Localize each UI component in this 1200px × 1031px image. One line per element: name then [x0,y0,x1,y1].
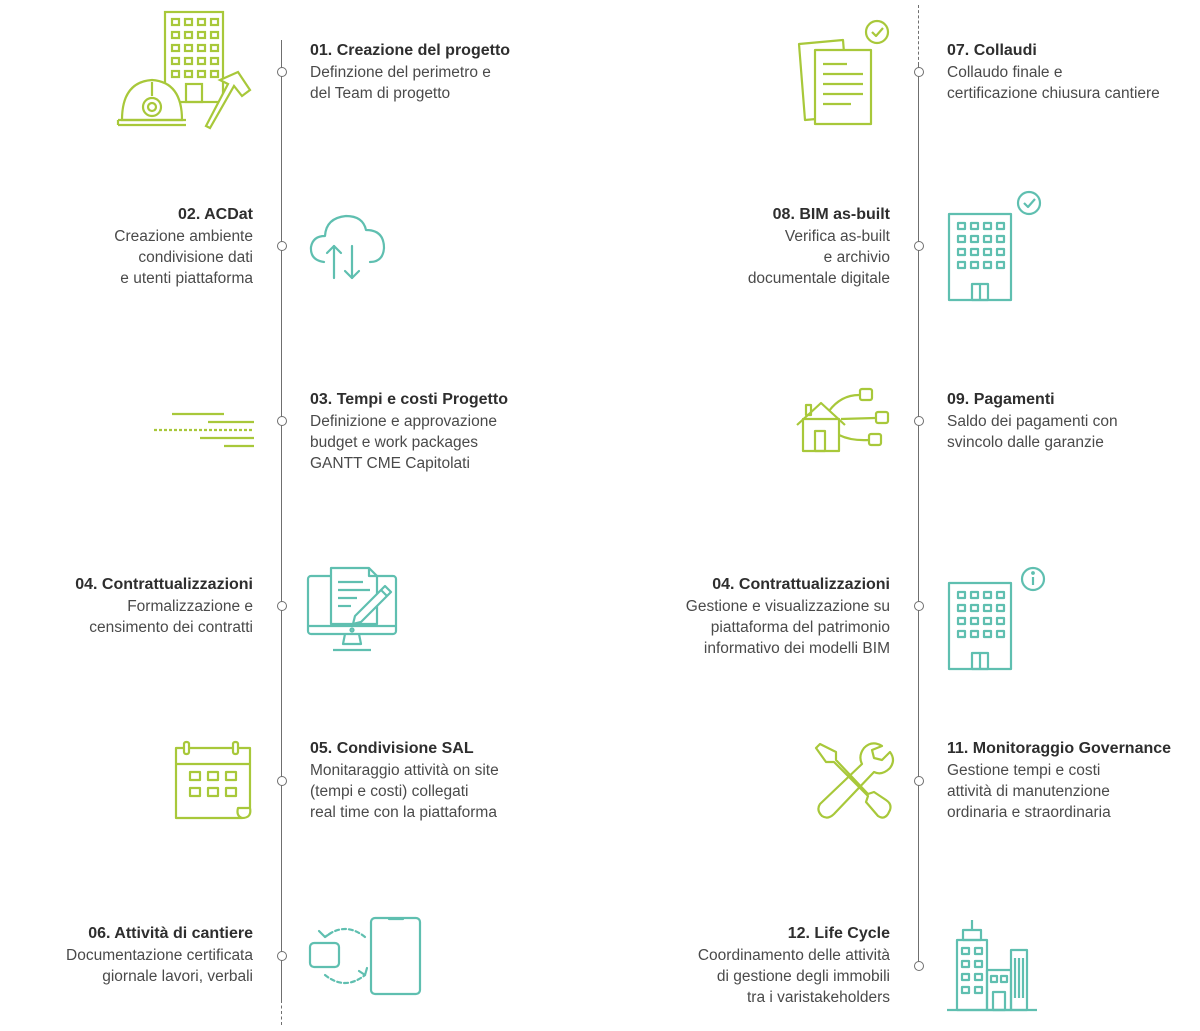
step-title: 11. Monitoraggio Governance [947,740,1172,757]
right-timeline-dash [918,5,919,65]
step-description: Formalizzazione e censimento dei contrat… [89,598,253,636]
calendar-icon [172,740,258,825]
step-title: 01. Creazione del progetto [310,42,511,59]
building-check-icon [945,190,1045,305]
step-01: 01. Creazione del progetto Definzione de… [310,40,610,104]
step-10: 04. Contrattualizzazioni Gestione e visu… [590,574,890,659]
step-description: Creazione ambiente condivisione dati e u… [114,228,253,287]
house-network-icon [793,385,893,457]
step-description: Documentazione certificata giornale lavo… [66,947,253,985]
step-description: Gestione e visualizzazione su piattaform… [685,598,890,657]
step-02: 02. ACDat Creazione ambiente condivision… [0,204,253,289]
timeline-node-07 [914,67,924,77]
step-title: 03. Tempi e costi Progetto [310,391,508,408]
step-title: 09. Pagamenti [947,391,1055,408]
tools-icon [812,740,895,822]
step-title: 08. BIM as-built [772,206,890,223]
documents-check-icon [795,18,895,128]
step-description: Saldo dei pagamenti con svincolo dalle g… [947,413,1118,451]
timeline-node-06 [277,951,287,961]
gantt-lines-icon [150,410,255,450]
device-sync-icon [305,915,425,997]
step-title: 04. Contrattualizzazioni [75,576,253,593]
step-title: 04. Contrattualizzazioni [712,576,890,593]
timeline-node-12 [914,961,924,971]
timeline-node-11 [914,776,924,786]
step-title: 05. Condivisione SAL [310,740,474,757]
step-title: 02. ACDat [178,206,253,223]
left-timeline-dash [281,1000,282,1025]
cloud-sync-icon [308,210,388,282]
timeline-node-09 [914,416,924,426]
step-08: 08. BIM as-built Verifica as-built e arc… [590,204,890,289]
step-title: 06. Attività di cantiere [88,925,253,942]
timeline-node-01 [277,67,287,77]
right-timeline-line [918,65,919,970]
timeline-node-08 [914,241,924,251]
step-description: Definizione e approvazione budget e work… [310,413,497,472]
step-04: 04. Contrattualizzazioni Formalizzazione… [0,574,253,638]
step-03: 03. Tempi e costi Progetto Definizione e… [310,389,610,474]
step-06: 06. Attività di cantiere Documentazione … [0,923,253,987]
step-05: 05. Condivisione SAL Monitaraggio attivi… [310,738,610,823]
construction-building-icon [110,10,260,135]
step-title: 07. Collaudi [947,42,1037,59]
timeline-node-10 [914,601,924,611]
timeline-node-02 [277,241,287,251]
step-07: 07. Collaudi Collaudo finale e certifica… [947,40,1197,104]
timeline-node-05 [277,776,287,786]
step-11: 11. Monitoraggio Governance Gestione tem… [947,738,1197,823]
step-description: Monitaraggio attività on site (tempi e c… [310,762,499,821]
timeline-node-03 [277,416,287,426]
step-description: Collaudo finale e certificazione chiusur… [947,64,1160,102]
step-description: Gestione tempi e costi attività di manut… [947,762,1111,821]
step-09: 09. Pagamenti Saldo dei pagamenti con sv… [947,389,1197,453]
step-description: Verifica as-built e archivio documentale… [747,228,890,287]
timeline-node-04 [277,601,287,611]
left-timeline-line [281,40,282,1000]
step-description: Definzione del perimetro e del Team di p… [310,64,491,102]
building-info-icon [945,563,1046,673]
step-12: 12. Life Cycle Coordinamento delle attiv… [590,923,890,1008]
step-description: Coordinamento delle attività di gestione… [697,947,890,1006]
monitor-contract-icon [305,560,400,655]
step-title: 12. Life Cycle [787,925,890,942]
city-buildings-icon [945,918,1040,1013]
